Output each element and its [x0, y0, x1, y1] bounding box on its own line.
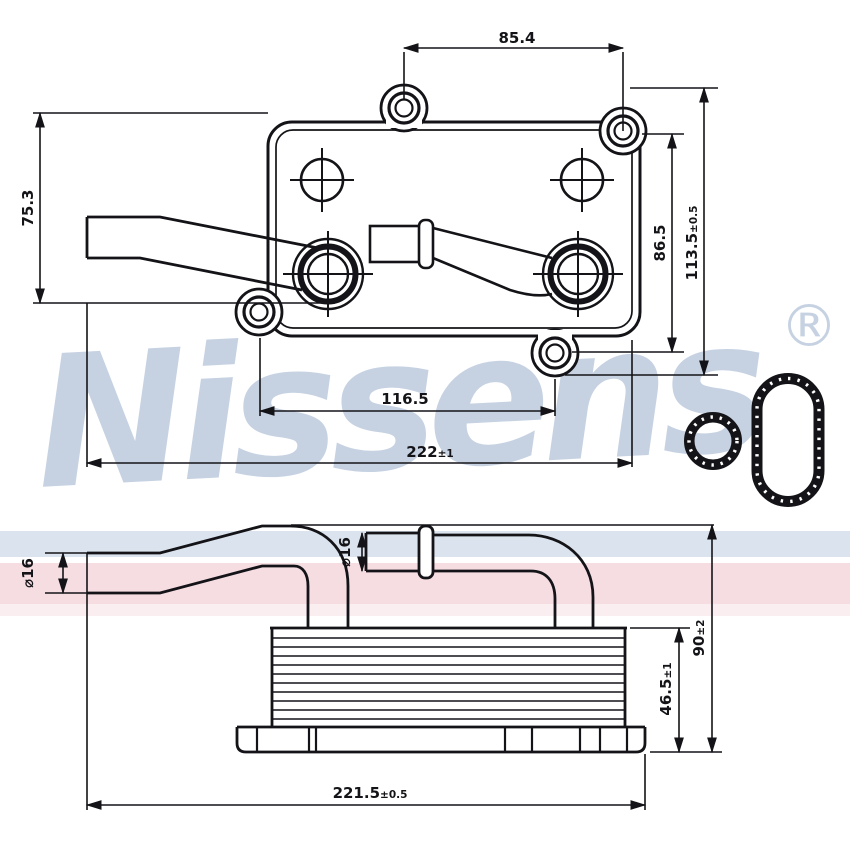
dim-side-total-height	[650, 523, 722, 754]
mount-tab-bottom-left	[234, 287, 284, 337]
side-view-dimensions	[45, 523, 722, 810]
dim-tolerance: ±1	[438, 448, 454, 460]
top-view-center-fitting	[368, 218, 553, 297]
dim-label-116-5: 116.5	[381, 390, 428, 408]
dim-side-total-width	[85, 553, 647, 810]
bolt-hole-left	[290, 148, 354, 212]
dimension-labels: 85.4 75.3 86.5 113.5±0.5 116.5 222±1 ⌀16…	[19, 29, 708, 802]
dim-left-pipe-diameter	[45, 551, 87, 595]
mount-hole	[545, 343, 565, 363]
dim-tolerance: ±0.5	[688, 206, 700, 233]
dim-port-spacing	[402, 43, 625, 131]
dim-tolerance: ±0.5	[380, 789, 407, 801]
bolt-hole-right	[550, 148, 614, 212]
base-plate	[235, 725, 647, 754]
watermark-stripe-pink-light	[0, 604, 850, 616]
side-view-middle-pipe	[364, 524, 595, 628]
top-view-flange	[85, 83, 648, 378]
dim-tolerance: ±2	[695, 620, 707, 636]
oil-port-left	[283, 231, 373, 317]
plate-lines	[272, 637, 625, 720]
flange-outer-outline	[266, 120, 642, 338]
top-view-dimensions	[33, 43, 718, 468]
dim-value: 90	[690, 636, 708, 657]
dim-label-diameter-16-mid: ⌀16	[336, 537, 354, 567]
dim-label-222: 222±1	[406, 443, 453, 461]
o-ring-gasket-small	[684, 412, 742, 470]
dim-value: 222	[406, 443, 437, 461]
dim-total-width	[85, 303, 634, 468]
dim-value: 46.5	[657, 679, 675, 716]
dim-label-221-5: 221.5±0.5	[333, 784, 408, 802]
oval-gasket-large	[751, 373, 825, 507]
dim-core-height	[630, 626, 690, 754]
top-view-left-pipe	[85, 215, 319, 292]
registered-trademark-icon: ®	[780, 292, 838, 360]
watermark-brand-text: Nissens	[30, 280, 766, 530]
dim-label-86-5: 86.5	[651, 224, 669, 261]
cooler-plate-stack	[270, 626, 627, 727]
mount-tab-bottom	[530, 328, 580, 378]
dim-value: 113.5	[683, 233, 701, 280]
flange-gasket-line	[275, 129, 633, 329]
gaskets	[684, 373, 825, 507]
dim-hole-spacing	[258, 338, 557, 416]
dim-label-90: 90±2	[690, 620, 708, 657]
dim-value: 221.5	[333, 784, 380, 802]
dim-left-height	[33, 111, 335, 305]
dim-label-75-3: 75.3	[19, 189, 37, 226]
dim-label-113-5: 113.5±0.5	[683, 206, 701, 281]
base-plate-feet	[255, 727, 629, 752]
mount-hole	[394, 98, 414, 118]
dim-label-46-5: 46.5±1	[657, 662, 675, 715]
dim-tolerance: ±1	[662, 662, 674, 678]
dim-total-height	[565, 86, 718, 377]
oil-port-right	[533, 231, 623, 317]
side-view-left-pipe	[87, 524, 350, 628]
dim-label-diameter-16-left: ⌀16	[19, 558, 37, 588]
dim-label-85-4: 85.4	[498, 29, 535, 47]
dim-hole-height	[572, 132, 684, 354]
side-view-core	[87, 524, 714, 754]
